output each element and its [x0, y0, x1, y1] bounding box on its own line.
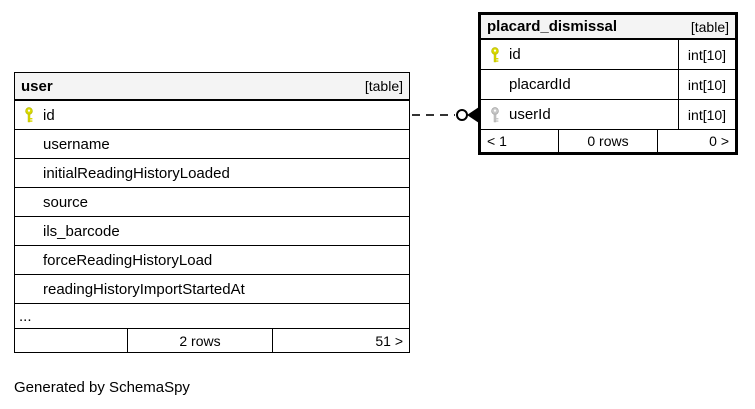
column-name: initialReadingHistoryLoaded — [43, 164, 230, 182]
column-name: ils_barcode — [43, 222, 120, 240]
column-name: username — [43, 135, 110, 153]
foreign-key-icon — [481, 106, 509, 123]
table-user-footer: 2 rows 51 > — [15, 329, 409, 352]
column-name: forceReadingHistoryLoad — [43, 251, 213, 269]
table-row: initialReadingHistoryLoaded — [15, 159, 409, 188]
column-type: int[10] — [678, 40, 735, 69]
table-user-name: user — [21, 77, 53, 95]
relationship-odot-marker — [456, 109, 468, 121]
table-placard-dismissal-footer: < 1 0 rows 0 > — [481, 130, 735, 152]
table-row: username — [15, 130, 409, 159]
column-type: int[10] — [678, 100, 735, 129]
table-row: forceReadingHistoryLoad — [15, 246, 409, 275]
primary-key-icon — [15, 107, 43, 123]
column-name: userId — [509, 106, 551, 123]
table-user: user [table] id username initialReadingH… — [14, 72, 410, 353]
column-name: id — [509, 46, 521, 63]
table-placard-dismissal-badge: [table] — [690, 18, 729, 35]
table-user-badge: [table] — [364, 78, 403, 94]
footer-parents: < 1 — [487, 133, 507, 149]
table-placard-dismissal-name: placard_dismissal — [487, 18, 618, 35]
generator-note: Generated by SchemaSpy — [14, 379, 190, 396]
table-row: source — [15, 188, 409, 217]
footer-row-count: 0 rows — [558, 130, 658, 152]
collapsed-columns-ellipsis: ... — [15, 304, 409, 329]
table-row: userId int[10] — [481, 100, 735, 130]
table-row: id int[10] — [481, 40, 735, 70]
footer-parents — [15, 329, 127, 352]
column-name: readingHistoryImportStartedAt — [43, 280, 245, 298]
footer-row-count: 2 rows — [127, 329, 273, 352]
column-type: int[10] — [678, 70, 735, 99]
table-user-header[interactable]: user [table] — [15, 73, 409, 101]
table-row: readingHistoryImportStartedAt — [15, 275, 409, 304]
table-placard-dismissal: placard_dismissal [table] id int[10] pla… — [478, 12, 738, 155]
column-name: source — [43, 193, 89, 211]
table-row: placardId int[10] — [481, 70, 735, 100]
table-row: ils_barcode — [15, 217, 409, 246]
column-name: placardId — [509, 76, 571, 93]
table-placard-dismissal-header[interactable]: placard_dismissal [table] — [481, 15, 735, 40]
column-name: id — [43, 106, 55, 124]
table-row: id — [15, 101, 409, 130]
footer-children: 51 > — [375, 332, 403, 349]
footer-children: 0 > — [709, 133, 729, 149]
primary-key-icon — [481, 46, 509, 63]
